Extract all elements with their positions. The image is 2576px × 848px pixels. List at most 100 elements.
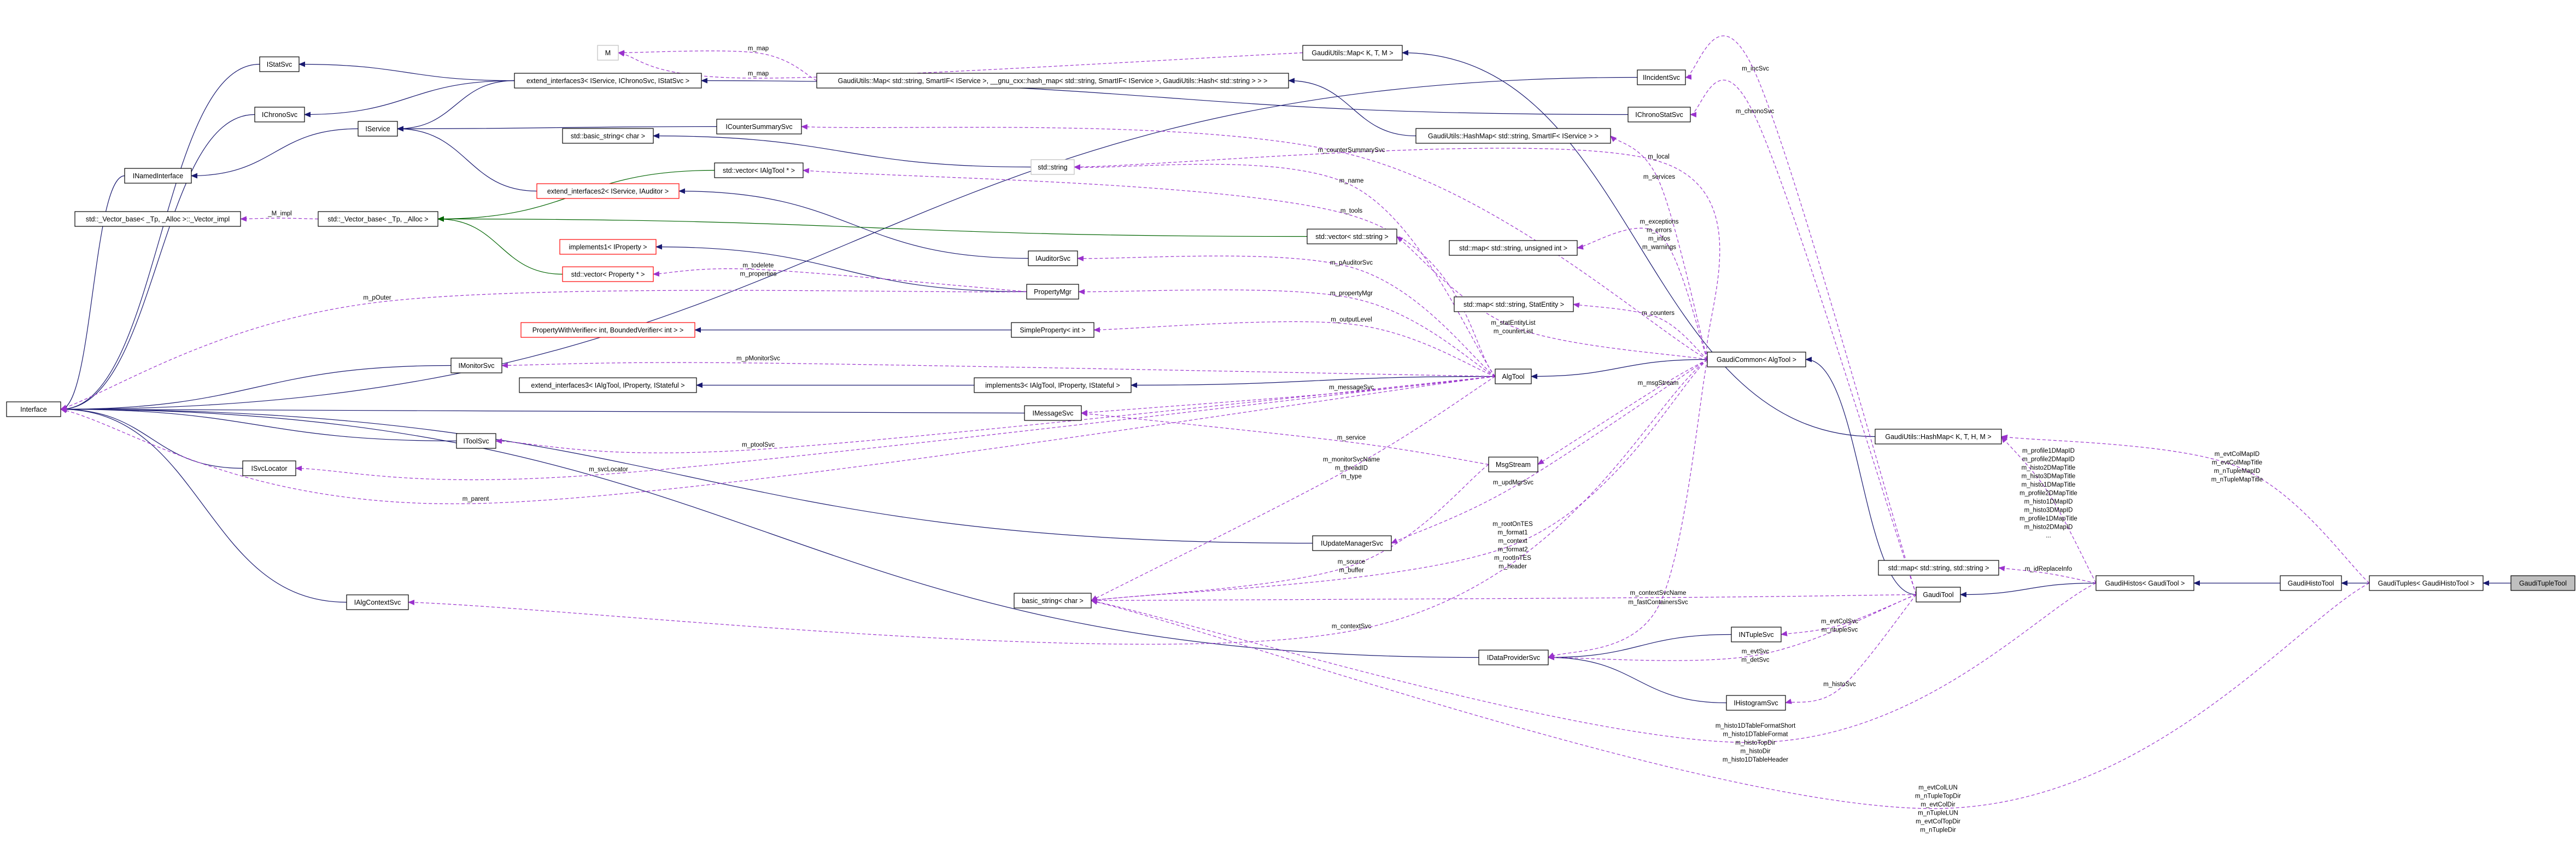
edge-inheritance	[60, 63, 260, 412]
class-node-std-basic-string-char[interactable]: std::basic_string< char >	[562, 128, 654, 144]
class-node-propertymgr[interactable]: PropertyMgr	[1026, 284, 1079, 300]
class-name: IHistogramSvc	[1734, 699, 1778, 707]
class-node-gaudiutils-hashmap-k-t-h-m[interactable]: GaudiUtils::HashMap< K, T, H, M >	[1875, 429, 2002, 445]
class-node-gaudiutils-map-k-t-m[interactable]: GaudiUtils::Map< K, T, M >	[1302, 45, 1403, 61]
class-name: Interface	[20, 406, 47, 413]
class-node-gaudihistotool[interactable]: GaudiHistoTool	[2280, 575, 2342, 591]
edge-label: m_histo1DTableFormat	[1723, 732, 1789, 738]
class-node-inamedinterface[interactable]: INamedInterface	[124, 168, 192, 184]
class-node-extend-interfaces3-ialgtool-iproperty-istateful[interactable]: extend_interfaces3< IAlgTool, IProperty,…	[519, 377, 697, 393]
class-node-ichronosvc[interactable]: IChronoSvc	[254, 107, 305, 122]
class-node-std-vector-property[interactable]: std::vector< Property * >	[562, 266, 654, 282]
class-node-iincidentsvc[interactable]: IIncidentSvc	[1637, 69, 1686, 85]
edge-label: m_buffer	[1339, 568, 1363, 574]
class-node-std-map-std-string-std-string[interactable]: std::map< std::string, std::string >	[1878, 560, 1999, 576]
class-node-gaudituples-gaudihistotool[interactable]: GaudiTuples< GaudiHistoTool >	[2369, 575, 2484, 591]
class-node-iupdatemanagersvc[interactable]: IUpdateManagerSvc	[1312, 535, 1392, 551]
class-node-intuplesvc[interactable]: INTupleSvc	[1731, 627, 1782, 642]
edge-label: m_profile2DMapTitle	[2019, 490, 2077, 497]
class-box	[74, 211, 241, 227]
edge-label: m_histoDir	[1741, 748, 1771, 755]
class-name: INamedInterface	[133, 172, 183, 180]
edge-usage	[495, 376, 1496, 453]
edge-label: m_ntupleSvc	[1822, 627, 1858, 634]
class-node-imonitorsvc[interactable]: IMonitorSvc	[450, 358, 502, 373]
edge-label: m_format1	[1498, 530, 1528, 536]
class-node-m[interactable]: M	[597, 45, 619, 61]
edge-label: m_nTupleMapTitle	[2211, 477, 2263, 483]
class-node-itoolsvc[interactable]: IToolSvc	[456, 433, 496, 449]
class-box	[259, 56, 300, 72]
edge-usage	[1610, 135, 1708, 360]
class-node-extend-interfaces2-iservice-iauditor[interactable]: extend_interfaces2< IService, IAuditor >	[536, 183, 680, 199]
class-node-std-vector-base-tp-alloc[interactable]: std::_Vector_base< _Tp, _Alloc >	[318, 211, 438, 227]
class-name: IToolSvc	[463, 437, 489, 445]
class-node-implements3-ialgtool-iproperty-istateful[interactable]: implements3< IAlgTool, IProperty, IState…	[974, 377, 1132, 393]
class-name: IDataProviderSvc	[1487, 654, 1540, 662]
class-node-iauditorsvc[interactable]: IAuditorSvc	[1028, 250, 1078, 266]
edge-label: m_map	[748, 71, 769, 77]
class-node-algtool[interactable]: AlgTool	[1495, 369, 1532, 384]
class-node-interface[interactable]: Interface	[6, 401, 61, 417]
edge-label: m_nTupleTopDir	[1915, 793, 1961, 800]
edge-inheritance	[298, 61, 515, 81]
class-node-ialgcontextsvc[interactable]: IAlgContextSvc	[346, 594, 409, 610]
edge-inheritance	[1805, 356, 1917, 595]
edge-template	[437, 216, 1308, 237]
class-name: extend_interfaces2< IService, IAuditor >	[547, 188, 669, 195]
class-node-std-vector-ialgtool[interactable]: std::vector< IAlgTool * >	[714, 162, 804, 178]
edge-label: m_profile1DMapID	[2022, 448, 2075, 454]
class-node-implements1-iproperty[interactable]: implements1< IProperty >	[559, 239, 657, 255]
class-name: ISvcLocator	[251, 465, 287, 472]
class-node-std-vector-std-string[interactable]: std::vector< std::string >	[1307, 229, 1397, 244]
class-node-isvclocator[interactable]: ISvcLocator	[242, 460, 296, 476]
class-node-std-string[interactable]: std::string	[1031, 159, 1075, 175]
edge-label: m_histoSvc	[1823, 681, 1856, 688]
edge-usage	[1396, 236, 1708, 360]
class-box	[124, 168, 192, 184]
class-name: IUpdateManagerSvc	[1321, 540, 1383, 547]
class-name: GaudiUtils::HashMap< K, T, H, M >	[1885, 433, 1991, 441]
class-node-ihistogramsvc[interactable]: IHistogramSvc	[1726, 695, 1786, 711]
class-node-gaudihistos-gauditool[interactable]: GaudiHistos< GaudiTool >	[2095, 575, 2194, 591]
class-box	[1878, 560, 1999, 576]
class-node-imessagesvc[interactable]: IMessageSvc	[1024, 405, 1082, 421]
class-box	[514, 73, 702, 89]
class-box	[1312, 535, 1392, 551]
class-name: std::vector< Property * >	[571, 271, 645, 278]
class-node-gaudiutils-map-std-string-smartif-iservice-gnu-cxx-hash-map-std-string-smartif-iservice-gaudiutils-hash-std-string[interactable]: GaudiUtils::Map< std::string, SmartIF< I…	[816, 73, 1289, 89]
edge-usage	[1091, 376, 1496, 601]
class-box	[1916, 587, 1961, 603]
class-node-msgstream[interactable]: MsgStream	[1488, 457, 1538, 472]
class-node-simpleproperty-int[interactable]: SimpleProperty< int >	[1011, 322, 1094, 338]
edge-usage	[1573, 302, 1708, 360]
edge-usage	[2001, 436, 2097, 583]
class-name: IChronoStatSvc	[1635, 111, 1683, 119]
class-box	[358, 121, 398, 137]
edge-label: m_pMonitorSvc	[736, 355, 780, 362]
class-node-basic-string-char[interactable]: basic_string< char >	[1014, 593, 1092, 609]
class-node-gauditupletool: GaudiTupleTool	[2510, 575, 2575, 591]
class-node-gaudicommon-algtool[interactable]: GaudiCommon< AlgTool >	[1707, 352, 1806, 367]
class-box	[1707, 352, 1806, 367]
class-node-extend-interfaces3-iservice-ichronosvc-istatsvc[interactable]: extend_interfaces3< IService, IChronoSvc…	[514, 73, 702, 89]
edge-label: m_nTupleDir	[1920, 827, 1956, 834]
class-node-std-map-std-string-unsigned-int[interactable]: std::map< std::string, unsigned int >	[1449, 240, 1578, 256]
edge-usage	[1078, 289, 1496, 377]
class-node-gaudiutils-hashmap-std-string-smartif-iservice[interactable]: GaudiUtils::HashMap< std::string, SmartI…	[1415, 128, 1611, 144]
edge-label: m_name	[1339, 178, 1364, 184]
class-node-gauditool[interactable]: GaudiTool	[1916, 587, 1961, 603]
class-node-std-vector-base-tp-alloc-vector-impl[interactable]: std::_Vector_base< _Tp, _Alloc >::_Vecto…	[74, 211, 241, 227]
class-node-ichronostatsvc[interactable]: IChronoStatSvc	[1627, 107, 1691, 122]
class-node-icountersummarysvc[interactable]: ICounterSummarySvc	[716, 119, 802, 134]
class-node-std-map-std-string-statentity[interactable]: std::map< std::string, StatEntity >	[1454, 296, 1574, 312]
class-name: M	[605, 49, 611, 57]
class-box	[1488, 457, 1538, 472]
class-node-idataprovidersvc[interactable]: IDataProviderSvc	[1478, 650, 1549, 665]
class-node-iservice[interactable]: IService	[358, 121, 398, 137]
class-node-istatsvc[interactable]: IStatSvc	[259, 56, 300, 72]
class-name: std::string	[1038, 163, 1067, 171]
class-name: std::map< std::string, std::string >	[1888, 564, 1989, 572]
class-node-propertywithverifier-int-boundedverifier-int[interactable]: PropertyWithVerifier< int, BoundedVerifi…	[520, 322, 695, 338]
